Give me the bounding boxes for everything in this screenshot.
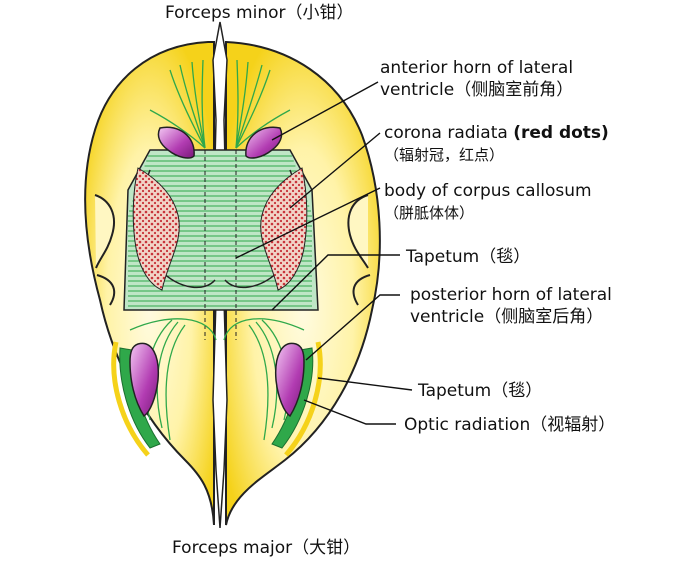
corona-radiata-right xyxy=(260,167,308,291)
label-tapetum-upper: Tapetum（毯） xyxy=(406,247,531,267)
midline-dashed xyxy=(204,150,237,340)
optic-radiation-right-outer xyxy=(284,341,323,457)
posterior-horn-right xyxy=(274,342,305,418)
label-anterior-horn: anterior horn of lateral ventricle（侧脑室前角… xyxy=(380,58,574,100)
left-sulcus xyxy=(94,194,115,269)
label-corona-radiata: corona radiata (red dots) （辐射冠，红点） xyxy=(384,123,609,164)
right-sulcus-2 xyxy=(352,274,371,306)
leader-lines xyxy=(235,81,413,425)
corona-radiata-left xyxy=(132,167,180,291)
label-forceps-major: Forceps major（大钳） xyxy=(172,538,361,558)
label-corpus-callosum: body of corpus callosum （胼胝体体） xyxy=(384,181,592,222)
anterior-horn-left xyxy=(157,126,195,159)
label-optic-radiation: Optic radiation（视辐射） xyxy=(404,415,616,435)
forceps-minor-fibers xyxy=(149,59,291,149)
anterior-horn-right xyxy=(245,126,283,159)
label-posterior-horn: posterior horn of lateral ventricle（侧脑室后… xyxy=(410,285,612,327)
posterior-horn-left xyxy=(129,342,160,418)
optic-radiation-left-outer xyxy=(111,341,150,457)
label-tapetum-lower: Tapetum（毯） xyxy=(418,381,543,401)
right-sulcus xyxy=(347,194,369,269)
label-forceps-minor: Forceps minor（小钳） xyxy=(165,3,354,23)
left-sulcus-2 xyxy=(96,274,116,306)
corpus-callosum-body xyxy=(123,149,319,311)
